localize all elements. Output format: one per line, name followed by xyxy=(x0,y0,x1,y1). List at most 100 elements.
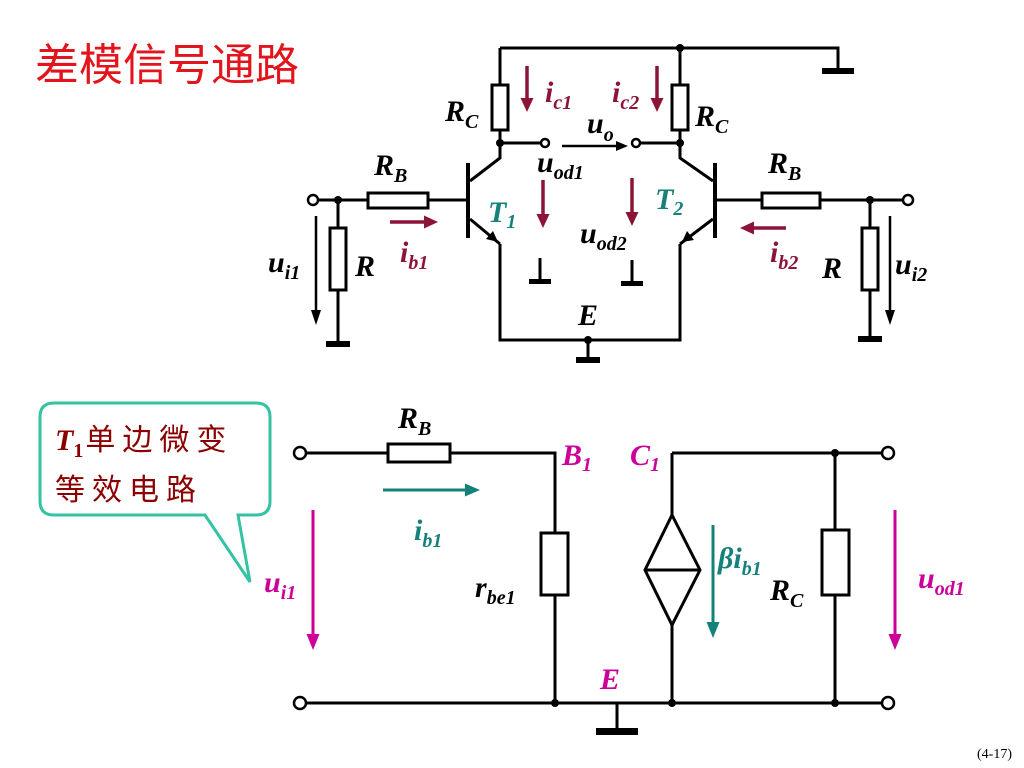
label-subscript: B xyxy=(393,165,407,187)
label-rbe1: rbe1 xyxy=(475,571,516,609)
ui1-arrowhead xyxy=(311,310,321,325)
label-beta-ib1: βib1 xyxy=(717,542,762,580)
label-subscript: b1 xyxy=(408,252,428,274)
label-main: T xyxy=(488,196,508,229)
ui2-arrowhead xyxy=(885,310,895,325)
ground-symbol xyxy=(326,341,350,347)
resistor-rb-left xyxy=(366,191,430,210)
label-subscript: o xyxy=(604,124,614,146)
label-subscript: c2 xyxy=(620,92,639,114)
label-subscript: 1 xyxy=(650,454,660,476)
ic1-arrowhead xyxy=(520,98,534,112)
label-subscript: i1 xyxy=(281,582,297,604)
label-subscript: b1 xyxy=(742,558,762,580)
ic2-arrowhead xyxy=(650,98,664,112)
base-wire xyxy=(450,451,557,533)
label-uod1: uod1 xyxy=(537,146,584,184)
label-ib1: ib1 xyxy=(400,236,428,274)
label-rc-right: RC xyxy=(694,100,729,138)
label-prefix: β xyxy=(717,542,734,575)
slide-title: 差模信号通路 xyxy=(35,40,299,91)
output-terminal-right xyxy=(630,137,642,149)
label-main: i xyxy=(400,236,409,269)
label-main: u xyxy=(895,248,912,281)
label-main: u xyxy=(268,246,285,279)
label-main: R xyxy=(767,147,788,180)
ground-symbol xyxy=(529,279,551,284)
resistor-r-right xyxy=(860,226,880,292)
junction-dot xyxy=(676,139,684,147)
label-main: R xyxy=(397,402,418,435)
label-rb-right: RB xyxy=(767,147,801,185)
label-ib1: ib1 xyxy=(414,514,442,552)
input-terminal-left xyxy=(306,193,320,207)
callout-line-2: 等效电路 xyxy=(55,473,203,508)
ib1-arrowhead xyxy=(465,483,480,497)
label-main: R xyxy=(769,574,790,607)
label-main: T xyxy=(655,183,675,216)
label-subscript: 1 xyxy=(582,454,592,476)
junction-dot xyxy=(668,699,676,707)
label-subscript: od1 xyxy=(554,162,584,184)
resistor-rc-left xyxy=(490,83,510,132)
label-t2: T2 xyxy=(655,183,683,220)
beta-ib1-arrowhead xyxy=(706,622,720,638)
ground-symbol xyxy=(858,336,882,342)
label-uo: uo xyxy=(587,107,614,146)
junction-dot xyxy=(831,449,839,457)
label-emitter-node: E xyxy=(577,299,598,332)
resistor-rb xyxy=(386,442,452,464)
label-main: u xyxy=(587,107,604,140)
label-b1: B1 xyxy=(561,439,592,476)
callout-symbol: T xyxy=(55,424,75,457)
label-ic2: ic2 xyxy=(612,76,639,114)
label-subscript: 1 xyxy=(506,211,516,233)
label-t1: T1 xyxy=(488,196,516,233)
label-c1: C1 xyxy=(630,439,660,476)
label-r-left: R xyxy=(354,250,375,283)
junction-dot xyxy=(551,699,559,707)
label-rc: RC xyxy=(769,574,804,612)
supply-symbol xyxy=(822,68,854,74)
label-subscript: B xyxy=(417,418,431,440)
label-main: u xyxy=(918,562,935,595)
label-subscript: b2 xyxy=(778,252,798,274)
resistor-r-left xyxy=(328,226,348,292)
label-subscript: C xyxy=(790,590,804,612)
page-number: (4-17) xyxy=(977,747,1012,762)
label-main: C xyxy=(630,439,651,472)
label-main: R xyxy=(444,95,465,128)
label-emitter-node: E xyxy=(599,663,620,696)
t1-collector xyxy=(469,130,502,183)
input-terminal-bottom xyxy=(292,695,308,711)
ib1-arrowhead xyxy=(424,215,438,229)
output-terminal-top xyxy=(880,445,896,461)
ground-symbol xyxy=(621,281,643,286)
supply-rail xyxy=(500,46,840,69)
label-uod2: uod2 xyxy=(580,217,627,255)
label-ui2: ui2 xyxy=(895,248,927,286)
label-subscript: C xyxy=(465,111,479,133)
label-main: i xyxy=(770,236,779,269)
label-main: B xyxy=(561,439,582,472)
resistor-rc xyxy=(820,528,851,597)
callout-symbol-subscript: 1 xyxy=(73,440,83,462)
label-subscript: c1 xyxy=(553,92,572,114)
label-main: u xyxy=(537,146,554,179)
input-terminal-top xyxy=(292,445,308,461)
label-ic1: ic1 xyxy=(545,76,572,114)
label-uod1: uod1 xyxy=(918,562,965,600)
label-rc-left: RC xyxy=(444,95,479,133)
callout-shape xyxy=(38,401,272,583)
label-subscript: B xyxy=(787,163,801,185)
label-ib2: ib2 xyxy=(770,236,798,274)
label-rb-left: RB xyxy=(373,149,407,187)
label-subscript: od2 xyxy=(597,233,627,255)
t1-emitter-arrowhead xyxy=(486,231,498,242)
ib2-arrowhead xyxy=(740,221,754,235)
ground-symbol xyxy=(596,728,638,735)
label-main: u xyxy=(580,217,597,250)
label-subscript: be1 xyxy=(487,587,516,609)
label-subscript: i1 xyxy=(285,262,301,284)
